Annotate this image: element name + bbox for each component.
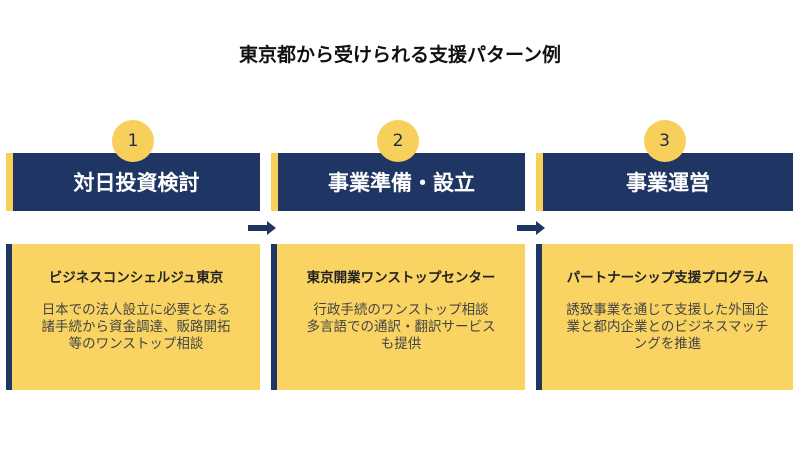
program-name: ビジネスコンシェルジュ東京 (48, 270, 224, 286)
program-description: 日本での法人設立に必要となる 諸手続から資金調達、販路開拓 等のワンストップ相談 (41, 302, 231, 352)
support-card: ビジネスコンシェルジュ東京 日本での法人設立に必要となる 諸手続から資金調達、販… (6, 244, 260, 390)
step-number-badge: 2 (377, 120, 419, 162)
step-number-badge: 1 (112, 120, 154, 162)
step-heading: 事業準備・設立 (271, 153, 525, 211)
step-heading: 事業運営 (536, 153, 793, 211)
support-card: 東京開業ワンストップセンター 行政手続のワンストップ相談 多言語での通訳・翻訳サ… (271, 244, 525, 390)
step-heading: 対日投資検討 (6, 153, 260, 211)
step-number-badge: 3 (643, 120, 686, 162)
program-description: 誘致事業を通じて支援した外国企 業と都内企業とのビジネスマッチ ングを推進 (566, 302, 769, 352)
arrow-right-icon (248, 221, 276, 235)
program-name: 東京開業ワンストップセンター (306, 270, 496, 286)
diagram-title: 東京都から受けられる支援パターン例 (238, 44, 562, 66)
program-description: 行政手続のワンストップ相談 多言語での通訳・翻訳サービス も提供 (306, 302, 496, 352)
program-name: パートナーシップ支援プログラム (566, 270, 769, 286)
arrow-right-icon (517, 221, 545, 235)
support-card: パートナーシップ支援プログラム 誘致事業を通じて支援した外国企 業と都内企業との… (536, 244, 793, 390)
